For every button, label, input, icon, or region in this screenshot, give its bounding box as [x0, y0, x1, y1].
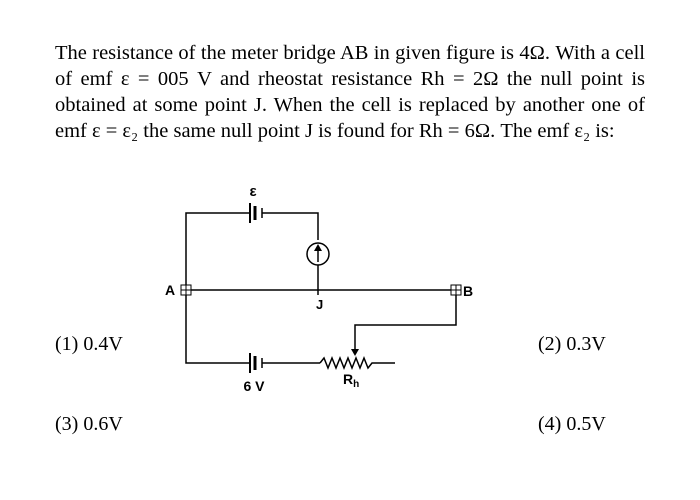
label-rh-sub: h: [353, 379, 359, 390]
option-3[interactable]: (3) 0.6V: [55, 413, 123, 435]
label-b: B: [463, 283, 473, 299]
label-rh: Rh: [343, 371, 359, 390]
rheostat-resistor: [319, 355, 395, 371]
terminal-b: [450, 284, 462, 296]
option-4[interactable]: (4) 0.5V: [538, 413, 606, 435]
wire-rheostat-slider: [354, 290, 457, 352]
label-epsilon: ε: [249, 183, 256, 200]
rheostat-slider-arrow: [351, 349, 359, 356]
galvanometer-arrow: [314, 244, 322, 262]
label-rh-main: R: [343, 371, 353, 387]
label-a: A: [165, 282, 175, 298]
cell-epsilon-symbol: [249, 203, 263, 223]
wire-top-right: [262, 212, 319, 240]
option-1[interactable]: (1) 0.4V: [55, 333, 123, 355]
terminal-a: [180, 284, 192, 296]
wire-lower-left: [185, 290, 250, 364]
question-text: The resistance of the meter bridge AB in…: [55, 42, 645, 142]
battery-6v-symbol: [249, 353, 263, 373]
wire-top-left: [185, 212, 250, 290]
label-j: J: [316, 297, 323, 312]
label-6v: 6 V: [243, 378, 265, 394]
option-2[interactable]: (2) 0.3V: [538, 333, 606, 355]
